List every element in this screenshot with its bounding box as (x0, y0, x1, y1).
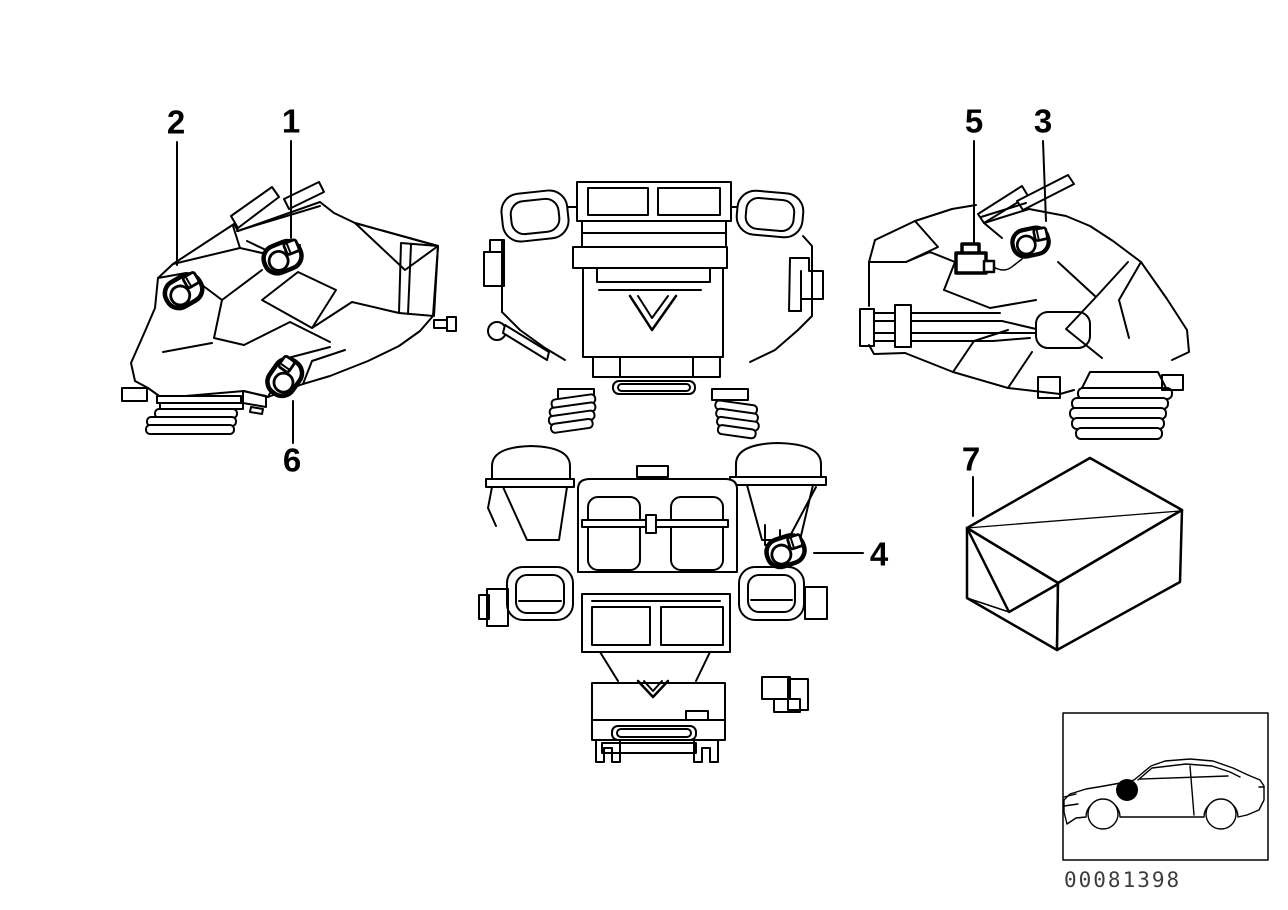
image-number: 00081398 (1064, 868, 1182, 892)
leader-3 (1042, 140, 1047, 222)
part-actuator-4 (763, 532, 808, 570)
callout-2[interactable]: 2 (166, 103, 186, 141)
part-7-box (965, 456, 1184, 652)
part-sensor-5 (954, 242, 996, 275)
view-rear-right (859, 174, 1190, 440)
callout-1[interactable]: 1 (281, 102, 301, 140)
callout-leader-lines (176, 140, 1047, 554)
location-marker-dot (1116, 779, 1138, 801)
view-front (483, 181, 824, 440)
callout-6[interactable]: 6 (282, 441, 302, 479)
rear-wheel (1205, 798, 1237, 830)
callout-3[interactable]: 3 (1033, 102, 1053, 140)
front-wheel (1087, 798, 1119, 830)
view-front-left (121, 181, 457, 435)
callout-4[interactable]: 4 (869, 535, 889, 573)
callout-7[interactable]: 7 (961, 440, 981, 478)
part-actuator-3 (1010, 225, 1051, 259)
car-location-thumbnail (1062, 712, 1269, 861)
callout-5[interactable]: 5 (964, 102, 984, 140)
view-bottom (478, 442, 828, 763)
